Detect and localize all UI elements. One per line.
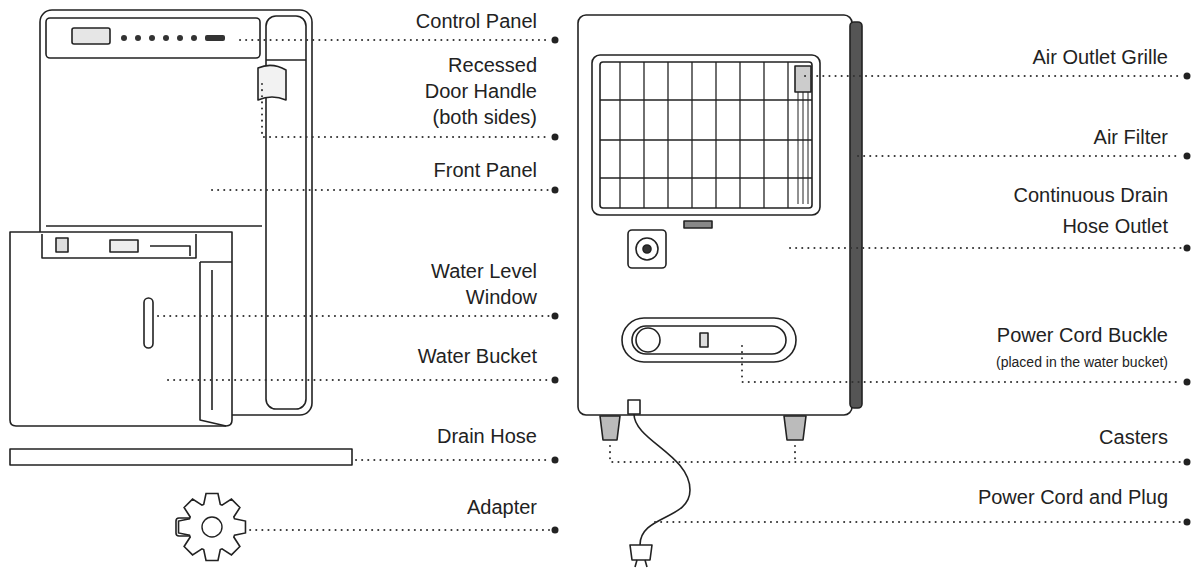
- grille-bars: [600, 62, 812, 208]
- leader-line: [168, 379, 549, 381]
- side-line: [266, 59, 306, 61]
- leader-line: [212, 189, 549, 191]
- front-panel-edge: [46, 225, 262, 227]
- power-cord: [634, 414, 690, 545]
- control-panel: [46, 18, 260, 58]
- adapter-bore: [202, 517, 222, 537]
- air-filter-tab: [795, 66, 811, 92]
- plug-pin: [645, 560, 647, 567]
- air-filter: [798, 92, 808, 204]
- leader-line: [858, 155, 1181, 157]
- part-label: Power Cord and Plug: [978, 484, 1168, 510]
- caster: [600, 416, 620, 440]
- label-plate: [684, 221, 712, 228]
- bucket-part: [150, 246, 190, 256]
- bucket-part: [56, 238, 68, 252]
- part-label: Recessed Door Handle (both sides): [411, 52, 537, 130]
- drain-hose: [10, 449, 352, 465]
- bucket-opening: [42, 234, 196, 258]
- drain-outlet-center: [643, 245, 651, 253]
- leader-line: [158, 315, 549, 317]
- part-label: Continuous Drain Hose Outlet: [988, 180, 1168, 242]
- part-label: Casters: [1099, 424, 1168, 450]
- part-label: Air Filter: [1094, 124, 1168, 150]
- part-label: Power Cord Buckle: [997, 322, 1168, 348]
- display: [72, 28, 110, 44]
- grille-frame: [600, 62, 812, 208]
- buttons: [121, 35, 225, 41]
- leader-line: [240, 39, 549, 41]
- part-label: Air Outlet Grille: [1032, 44, 1168, 70]
- caster: [784, 416, 806, 440]
- bucket-side: [200, 262, 232, 426]
- part-note: (placed in the water bucket): [996, 353, 1168, 371]
- leader-line: [655, 521, 1181, 523]
- plug-pin: [635, 560, 637, 567]
- leader-dots: [552, 37, 1191, 534]
- leader-line: [790, 247, 1181, 249]
- door-handle: [258, 65, 286, 100]
- cord-buckle-inner: [632, 326, 786, 354]
- leader-line: [244, 529, 549, 531]
- unit-body-back: [578, 15, 852, 415]
- bucket-part: [110, 240, 138, 252]
- leader-line: [805, 75, 1181, 77]
- leader-line: [742, 346, 1181, 382]
- part-label: Front Panel: [434, 157, 537, 183]
- part-label: Water Level Window: [415, 258, 537, 310]
- plug: [630, 545, 652, 560]
- leader-lines: [158, 40, 1181, 530]
- water-bucket: [10, 232, 232, 426]
- cord-buckle: [636, 328, 660, 352]
- adapter-illustration: [176, 494, 245, 561]
- cord-buckle-clip: [700, 333, 708, 347]
- water-level-window: [144, 298, 153, 348]
- part-label: Control Panel: [416, 8, 537, 34]
- bucket-edge: [211, 270, 213, 410]
- drain-outlet-cap: [636, 238, 658, 260]
- part-label: Water Bucket: [418, 343, 537, 369]
- drain-outlet: [628, 230, 666, 268]
- leader-line: [356, 459, 549, 461]
- leader-line: [610, 446, 1181, 462]
- part-label: Drain Hose: [437, 423, 537, 449]
- cord-exit: [628, 400, 640, 414]
- side-strip: [850, 22, 862, 408]
- part-label: Adapter: [467, 494, 537, 520]
- adapter-gear: [179, 494, 246, 561]
- cord-buckle-slot: [622, 318, 796, 362]
- air-outlet-grille: [592, 55, 820, 215]
